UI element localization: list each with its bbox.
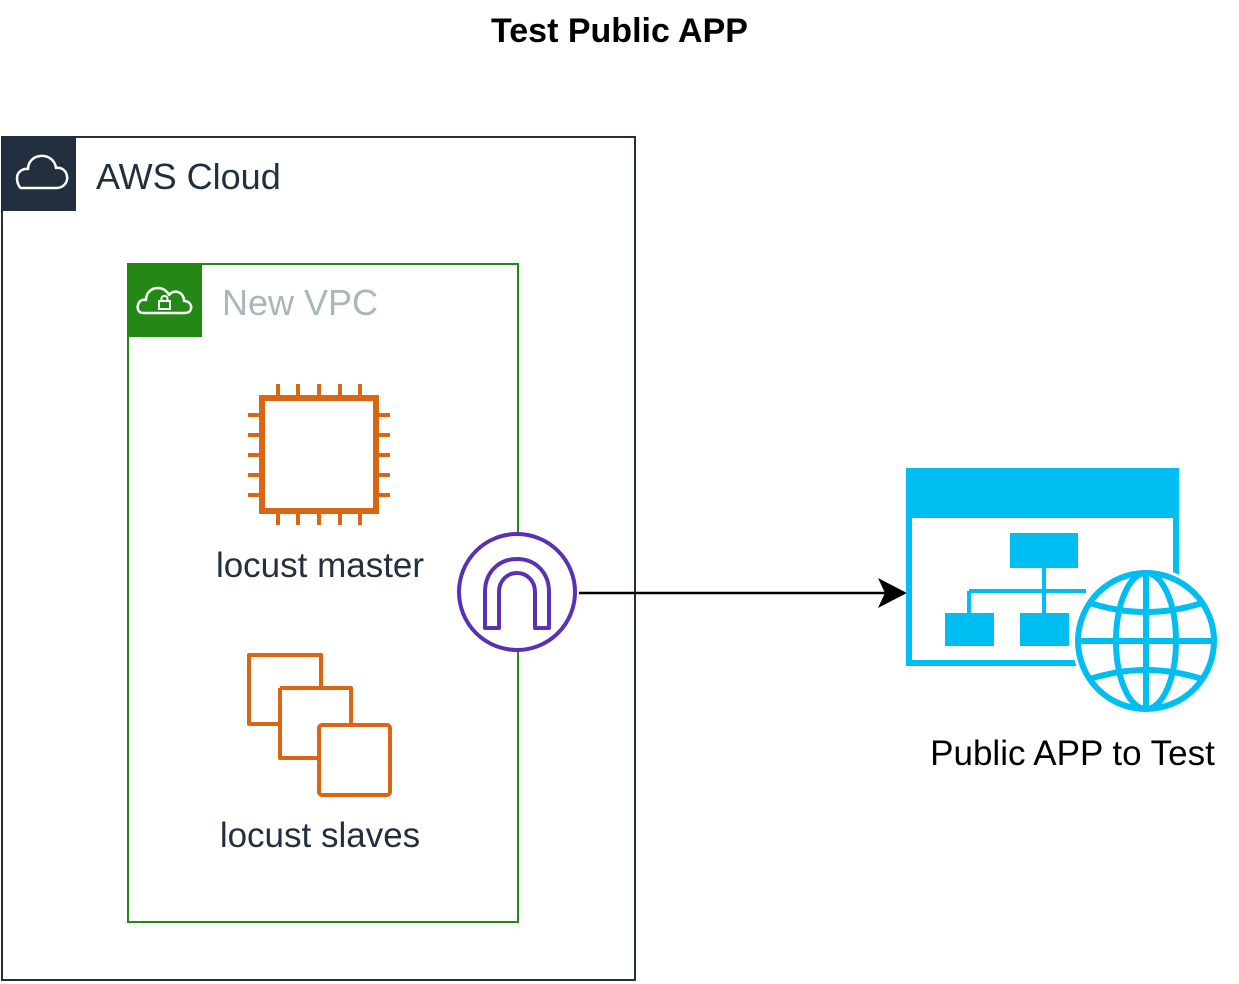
internet-gateway-icon[interactable] <box>457 532 579 654</box>
locust-master-label: locust master <box>215 546 425 585</box>
locust-slaves-label: locust slaves <box>219 816 421 855</box>
public-app-label: Public APP to Test <box>930 734 1215 773</box>
aws-cloud-badge <box>1 136 76 211</box>
aws-cloud-label: AWS Cloud <box>96 156 281 197</box>
ec2-instances-icon[interactable] <box>246 652 394 798</box>
cloud-icon <box>15 154 69 190</box>
page-title: Test Public APP <box>491 12 748 50</box>
vpc-badge <box>127 263 202 337</box>
cloud-lock-icon <box>136 286 193 315</box>
aws-cloud-group[interactable] <box>1 136 636 981</box>
ec2-instance-icon[interactable] <box>245 383 395 528</box>
vpc-label: New VPC <box>222 282 379 323</box>
web-app-globe-icon[interactable] <box>906 468 1236 717</box>
